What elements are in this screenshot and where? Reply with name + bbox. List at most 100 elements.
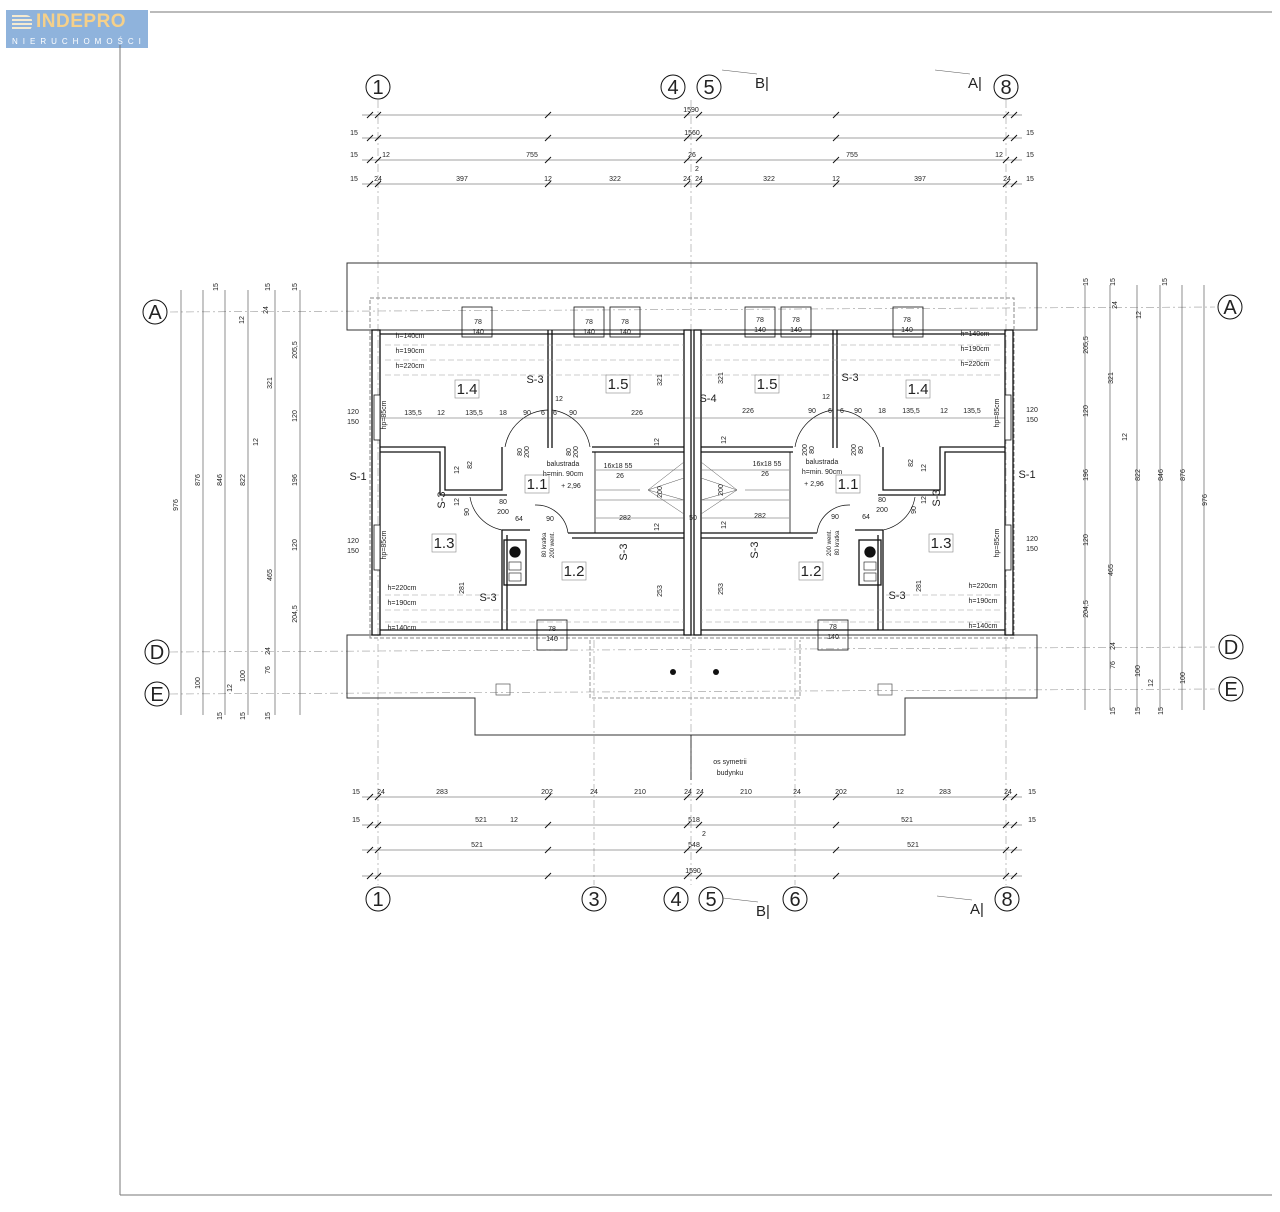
dimension-label: 100 [240, 670, 247, 682]
plan-annotation: 82 [467, 461, 474, 469]
plan-annotation: 12 [940, 408, 948, 415]
dimension-label: 518 [688, 817, 700, 824]
dimension-label: 846 [1158, 469, 1165, 481]
plan-annotation: 135,5 [902, 408, 920, 415]
plan-annotation: 200 went. [550, 532, 556, 558]
plan-annotation: 78 [792, 317, 800, 324]
dimension-label: 15 [350, 152, 358, 159]
plan-annotation: 82 [908, 459, 915, 467]
plan-annotation: 253 [718, 583, 725, 595]
dimension-label: 1590 [683, 107, 699, 114]
plan-annotation: 90 [808, 408, 816, 415]
plan-annotation: 90 [523, 410, 531, 417]
plan-annotation: 135,5 [404, 410, 422, 417]
plan-annotation: S-3 [436, 491, 448, 508]
dimension-label: 24 [1112, 301, 1119, 309]
grid-lines [169, 100, 1216, 885]
plan-annotation: S-3 [841, 372, 858, 384]
plan-annotation: S-1 [349, 471, 366, 483]
dimension-label: 15 [1026, 130, 1034, 137]
section-marker-A: A| [968, 75, 982, 92]
section-marker-B: B| [756, 903, 770, 920]
room-number: 1.2 [564, 563, 585, 580]
plan-annotation: 282 [754, 513, 766, 520]
dimension-label: 15 [265, 712, 272, 720]
plan-annotation: 140 [546, 636, 558, 643]
dimension-label: 521 [475, 817, 487, 824]
indepro-logo: INDEPRO NIERUCHOMOŚCI [6, 10, 148, 48]
plan-annotation: 120 [347, 409, 359, 416]
room-number: 1.5 [608, 376, 629, 393]
grid-axis-bottom-3: 3 [581, 886, 607, 912]
room-label-box [835, 474, 861, 494]
plan-annotation: 281 [916, 580, 923, 592]
dimension-label: 15 [1162, 278, 1169, 286]
dimension-label: 521 [901, 817, 913, 824]
grid-axis-top-8: 8 [993, 74, 1019, 100]
plan-annotation: h=220cm [388, 585, 417, 592]
dimension-label: 24 [377, 789, 385, 796]
dimension-label: 24 [263, 306, 270, 314]
plan-annotation: 150 [1026, 546, 1038, 553]
dimension-label: 24 [1003, 176, 1011, 183]
plan-annotation: h=220cm [961, 361, 990, 368]
plan-annotation: 80 kratka [835, 530, 841, 555]
dimension-label: 100 [1180, 672, 1187, 684]
room-label-box [524, 474, 550, 494]
dimension-label: 26 [688, 152, 696, 159]
svg-text:1: 1 [372, 77, 383, 99]
plan-annotation: 12 [454, 498, 461, 506]
plan-annotation: hp=85cm [994, 528, 1001, 557]
sheet-border [119, 11, 1272, 1196]
dimension-label: 24 [1110, 642, 1117, 650]
dimension-label: 24 [374, 176, 382, 183]
dimension-label: 15 [350, 176, 358, 183]
plan-annotation: 140 [754, 327, 766, 334]
plan-annotation: 12 [654, 438, 661, 446]
section-marker-B: B| [755, 75, 769, 92]
room-number: 1.2 [801, 563, 822, 580]
plan-annotation: 18 [499, 410, 507, 417]
dimension-label: 12 [1148, 679, 1155, 687]
plan-annotation: 321 [657, 374, 664, 386]
plan-annotation: hp=85cm [994, 398, 1001, 427]
svg-text:5: 5 [705, 889, 716, 911]
dimension-label: 321 [1108, 372, 1115, 384]
dimension-label: 100 [195, 677, 202, 689]
plan-annotation: 226 [742, 408, 754, 415]
room-label-box [605, 374, 631, 394]
dimension-label: 755 [526, 152, 538, 159]
plan-annotation: 281 [459, 582, 466, 594]
plan-annotation: h=min. 90cm [543, 471, 583, 478]
dimension-label: 283 [939, 789, 951, 796]
dimension-label: 1590 [685, 868, 701, 875]
grid-axis-top-5: 5 [696, 74, 722, 100]
plan-annotation: + 2,96 [804, 481, 824, 488]
svg-text:5: 5 [703, 77, 714, 99]
room-label-box [431, 533, 457, 553]
plan-annotation: 200 [718, 484, 725, 496]
dimension-label: 15 [213, 283, 220, 291]
dimension-label: 24 [265, 647, 272, 655]
plan-annotation: h=190cm [969, 598, 998, 605]
dimension-label: 12 [896, 789, 904, 796]
plan-annotation: 80 [878, 497, 886, 504]
dimension-label: 755 [846, 152, 858, 159]
svg-text:4: 4 [670, 889, 681, 911]
room-label-box [928, 533, 954, 553]
room-number: 1.5 [757, 376, 778, 393]
svg-text:8: 8 [1000, 77, 1011, 99]
grid-axis-bottom-8: 8 [994, 886, 1020, 912]
grid-axis-bottom-4: 4 [663, 886, 689, 912]
dimension-label: 322 [763, 176, 775, 183]
room-number: 1.1 [527, 476, 548, 493]
dimension-label: 12 [382, 152, 390, 159]
dimension-label: 120 [1083, 534, 1090, 546]
plan-annotation: 12 [721, 436, 728, 444]
plan-annotation: 78 [474, 319, 482, 326]
dimension-label: 15 [1110, 278, 1117, 286]
plan-annotation: 12 [921, 496, 928, 504]
plan-annotation: 150 [1026, 417, 1038, 424]
left-unit-walls [371, 306, 692, 651]
room-number: 1.1 [838, 476, 859, 493]
